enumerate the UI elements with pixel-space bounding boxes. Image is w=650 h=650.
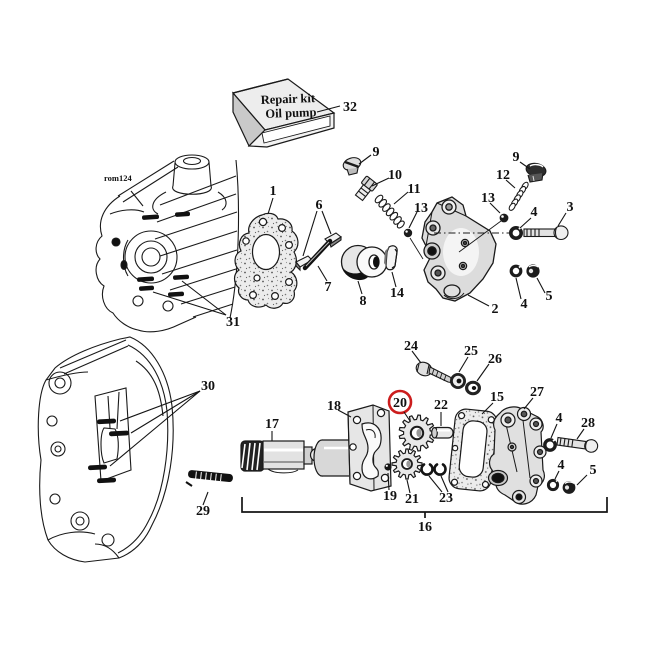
callout-32: 32 — [343, 100, 357, 115]
part-27-pump-feed-body — [487, 406, 547, 505]
callout-8: 8 — [360, 294, 367, 309]
part-3-bolt — [523, 225, 569, 241]
part-18-pump-body — [313, 404, 392, 492]
callout-26: 26 — [488, 352, 502, 367]
part-19-ball — [384, 463, 392, 471]
callout-28: 28 — [581, 416, 595, 431]
callout-14: 14 — [390, 286, 404, 301]
callout-4-d: 4 — [558, 458, 565, 473]
callout-17: 17 — [265, 417, 279, 432]
callout-15: 15 — [490, 390, 504, 405]
part-26-washer — [465, 380, 481, 396]
part-11-spring — [374, 194, 405, 229]
part-13-ball-mid — [403, 228, 424, 260]
callout-9-top: 9 — [373, 145, 380, 160]
part-9-cap-screw-top — [342, 157, 362, 176]
part-28-bolt — [556, 436, 599, 453]
part-25-washer — [450, 373, 466, 389]
part-8-roller — [340, 244, 388, 281]
part-7-pin — [302, 238, 333, 271]
callout-27: 27 — [530, 385, 544, 400]
callout-4-a: 4 — [531, 205, 538, 220]
callout-22: 22 — [434, 398, 448, 413]
part-2-pump-cover — [421, 196, 497, 302]
callout-25: 25 — [464, 344, 478, 359]
part-1-gasket — [233, 212, 299, 309]
callout-30: 30 — [201, 379, 215, 394]
callout-19: 19 — [383, 489, 397, 504]
part-13-ball-right — [499, 213, 509, 223]
highlight-circle-20 — [387, 389, 413, 415]
part-21-gear — [391, 448, 423, 480]
part-23-snap-rings — [420, 463, 447, 476]
part-20-gear — [398, 414, 436, 452]
callout-29: 29 — [196, 504, 210, 519]
part-14-wedge — [384, 245, 398, 271]
callout-13-right: 13 — [481, 191, 495, 206]
part-24-screw — [415, 361, 456, 384]
callout-18: 18 — [327, 399, 341, 414]
callout-20-highlighted: 20 — [393, 396, 407, 411]
part-4-washer-b — [509, 264, 523, 278]
ball-13-leader-to-cover — [458, 220, 502, 253]
callout-13-mid: 13 — [414, 201, 428, 216]
part-22-pin — [431, 426, 454, 439]
callout-7: 7 — [325, 280, 332, 295]
callout-11: 11 — [407, 182, 420, 197]
callout-21: 21 — [405, 492, 419, 507]
part-15-gasket — [448, 408, 498, 492]
part-5-nut-a — [526, 264, 540, 278]
callout-12: 12 — [496, 168, 510, 183]
part-30-crankcase — [37, 336, 174, 563]
group-bracket-16 — [241, 497, 608, 518]
callout-31: 31 — [226, 315, 240, 330]
part-4-washer-a — [508, 226, 523, 241]
part-5-nut-b — [562, 481, 576, 494]
callout-9-right: 9 — [513, 150, 520, 165]
part-29-stud — [185, 470, 233, 487]
part-17-drive-shaft — [240, 440, 327, 474]
callout-5-b: 5 — [590, 463, 597, 478]
callout-4-c: 4 — [556, 411, 563, 426]
callout-24: 24 — [404, 339, 418, 354]
callout-2: 2 — [492, 302, 499, 317]
part-32-repair-kit-box — [231, 78, 336, 148]
callout-1: 1 — [270, 184, 277, 199]
callout-4-b: 4 — [521, 297, 528, 312]
callout-3: 3 — [567, 200, 574, 215]
part-12-spring — [508, 181, 529, 211]
leader-lines — [109, 105, 588, 506]
part-9-cap-screw-right — [525, 162, 547, 183]
kit-label-line2: Oil pump — [265, 105, 317, 121]
part-10-screw — [354, 175, 378, 202]
part-31-engine-case — [95, 154, 240, 333]
kit-label-line1: Repair kit — [260, 91, 316, 107]
part-4-washer-d — [546, 478, 560, 492]
drawing-ref: rom124 — [104, 173, 132, 183]
callout-23: 23 — [439, 491, 453, 506]
callout-labels: 32 9 10 11 13 1 6 7 8 14 9 12 13 4 3 2 4… — [196, 100, 597, 535]
callout-6: 6 — [316, 198, 323, 213]
callout-10: 10 — [388, 168, 402, 183]
part-4-washer-c — [543, 438, 557, 452]
callout-5-a: 5 — [546, 289, 553, 304]
callout-16: 16 — [418, 520, 432, 535]
